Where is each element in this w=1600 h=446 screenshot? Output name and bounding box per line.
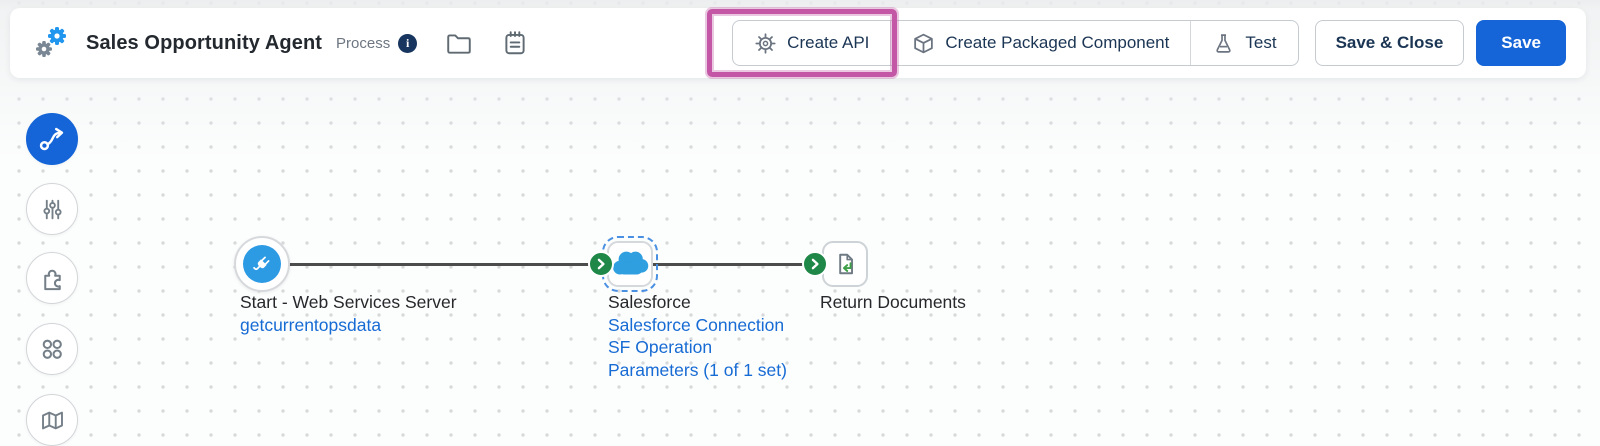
folder-icon <box>447 34 471 54</box>
start-node-badge <box>243 245 281 283</box>
create-api-label: Create API <box>787 33 870 52</box>
sidebar-item-configure[interactable] <box>26 183 78 235</box>
node-link-operation[interactable]: getcurrentopsdata <box>240 314 382 335</box>
salesforce-node-label-block: Salesforce Salesforce Connection SF Oper… <box>608 291 787 381</box>
notes-button[interactable] <box>501 29 529 57</box>
folder-button[interactable] <box>445 29 473 57</box>
save-and-close-button[interactable]: Save & Close <box>1314 20 1465 66</box>
gear-icon <box>755 32 776 54</box>
node-link-connection[interactable]: Salesforce Connection <box>608 314 785 335</box>
info-icon[interactable] <box>398 33 418 53</box>
return-documents-label-block: Return Documents <box>820 291 966 314</box>
connector-line <box>286 263 608 266</box>
puzzle-icon <box>43 269 61 290</box>
start-node[interactable] <box>234 236 290 292</box>
sliders-icon <box>42 199 62 219</box>
connector-line <box>651 263 816 266</box>
start-node-label-block: Start - Web Services Server getcurrentop… <box>240 291 457 336</box>
salesforce-node[interactable] <box>602 236 658 292</box>
create-packaged-component-button[interactable]: Create Packaged Component <box>891 21 1192 65</box>
page-title: Sales Opportunity Agent <box>86 31 323 54</box>
save-and-close-label: Save & Close <box>1335 33 1444 52</box>
create-packaged-component-label: Create Packaged Component <box>945 33 1170 52</box>
sidebar-item-map[interactable] <box>26 394 78 446</box>
sidebar-item-process-canvas[interactable] <box>26 113 78 165</box>
node-link-parameters[interactable]: Parameters (1 of 1 set) <box>608 359 787 380</box>
return-document-icon <box>839 253 853 275</box>
node-title: Start - Web Services Server <box>240 292 457 312</box>
process-gears-logo <box>36 27 66 57</box>
process-flow-icon <box>39 127 64 151</box>
connector-arrow-icon <box>802 251 828 277</box>
plug-icon <box>253 256 270 271</box>
sidebar-item-shapes[interactable] <box>26 323 78 375</box>
node-title: Salesforce <box>608 292 691 312</box>
node-title: Return Documents <box>820 292 966 312</box>
node-link-operation[interactable]: SF Operation <box>608 337 713 357</box>
create-api-button[interactable]: Create API <box>707 9 898 77</box>
shapes-grid-icon <box>42 339 62 359</box>
header-bar: Sales Opportunity Agent Process Creat <box>10 8 1586 78</box>
header-toolbar: Create API Create Packaged Component Tes… <box>707 9 1566 77</box>
component-type-label: Process <box>336 34 391 52</box>
map-icon <box>41 411 63 429</box>
test-label: Test <box>1245 33 1277 52</box>
process-canvas[interactable]: Start - Web Services Server getcurrentop… <box>0 0 1600 428</box>
save-button[interactable]: Save <box>1476 20 1566 66</box>
flask-icon <box>1216 33 1232 53</box>
connector-arrow-icon <box>588 251 614 277</box>
action-button-group: Create API Create Packaged Component Tes… <box>707 9 1299 77</box>
sidebar-item-components[interactable] <box>26 252 78 304</box>
test-button[interactable]: Test <box>1191 21 1297 65</box>
return-documents-node[interactable] <box>822 241 868 287</box>
salesforce-cloud-icon <box>613 251 649 275</box>
package-icon <box>914 33 934 53</box>
notes-icon <box>505 31 525 55</box>
save-label: Save <box>1501 33 1541 52</box>
